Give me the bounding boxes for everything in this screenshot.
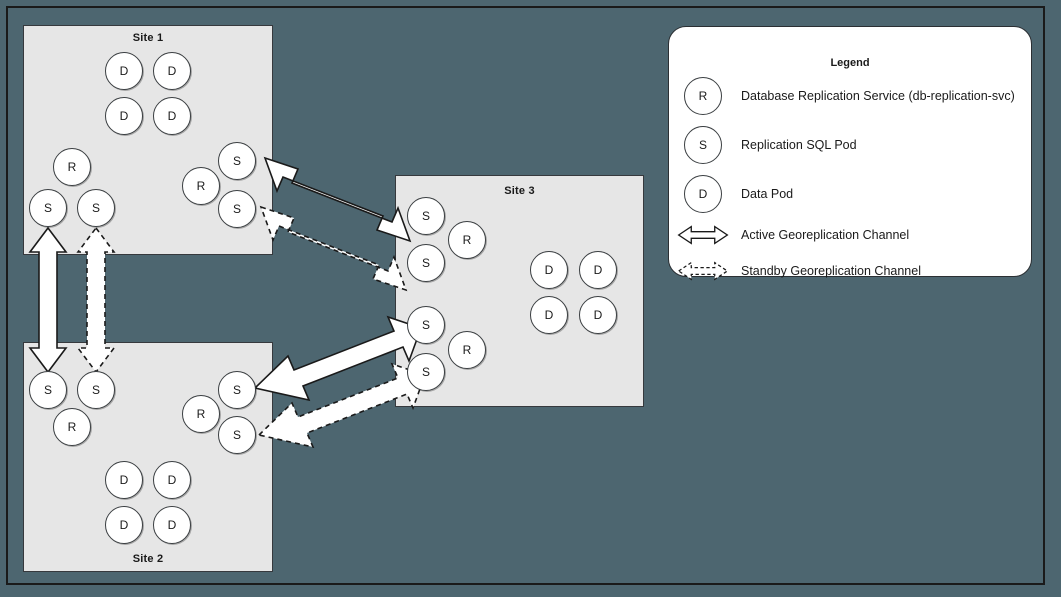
pod-data-pod[interactable]: D xyxy=(579,251,617,289)
pod-sql-pod[interactable]: S xyxy=(407,353,445,391)
pod-data-pod[interactable]: D xyxy=(153,506,191,544)
legend-key-d: D xyxy=(677,174,729,214)
pod-replication-service[interactable]: R xyxy=(182,395,220,433)
pod-sql-pod[interactable]: S xyxy=(218,371,256,409)
pod-sql-pod[interactable]: S xyxy=(407,306,445,344)
pod-data-pod[interactable]: D xyxy=(105,461,143,499)
legend-item-sql-pod: S Replication SQL Pod xyxy=(669,125,1031,165)
site-title-site-3: Site 3 xyxy=(504,185,535,197)
pod-replication-service[interactable]: R xyxy=(448,331,486,369)
site-title-site-1: Site 1 xyxy=(132,32,164,44)
pod-data-pod[interactable]: D xyxy=(579,296,617,334)
legend-panel: Legend R Database Replication Service (d… xyxy=(668,26,1032,281)
pod-data-pod[interactable]: D xyxy=(153,461,191,499)
channel-site1-site2-standby[interactable] xyxy=(76,226,116,374)
pod-sql-pod[interactable]: S xyxy=(407,244,445,282)
pod-sql-pod[interactable]: S xyxy=(218,416,256,454)
legend-item-standby-channel: Standby Georeplication Channel xyxy=(669,251,1031,291)
legend-label-standby-channel: Standby Georeplication Channel xyxy=(741,264,921,278)
pod-data-pod[interactable]: D xyxy=(105,52,143,90)
active-georeplication-arrow-icon xyxy=(677,225,729,245)
pod-replication-service[interactable]: R xyxy=(53,408,91,446)
pod-data-pod[interactable]: D xyxy=(530,296,568,334)
legend-key-standby-arrow xyxy=(677,251,729,291)
legend-item-replication-service: R Database Replication Service (db-repli… xyxy=(669,76,1031,116)
legend-label-sql-pod: Replication SQL Pod xyxy=(741,138,857,152)
pod-data-pod[interactable]: D xyxy=(105,97,143,135)
channel-site1-site2-active[interactable] xyxy=(28,226,68,374)
data-pod-icon: D xyxy=(684,175,722,213)
legend-key-active-arrow xyxy=(677,215,729,255)
sql-pod-icon: S xyxy=(684,126,722,164)
pod-sql-pod[interactable]: S xyxy=(407,197,445,235)
pod-data-pod[interactable]: D xyxy=(530,251,568,289)
pod-sql-pod[interactable]: S xyxy=(29,189,67,227)
site-title-site-2: Site 2 xyxy=(132,553,164,565)
replication-service-icon: R xyxy=(684,77,722,115)
pod-sql-pod[interactable]: S xyxy=(77,371,115,409)
channel-site1-site3-active[interactable] xyxy=(263,156,412,243)
pod-data-pod[interactable]: D xyxy=(153,52,191,90)
pod-replication-service[interactable]: R xyxy=(182,167,220,205)
legend-key-r: R xyxy=(677,76,729,116)
legend-label-data-pod: Data Pod xyxy=(741,187,794,201)
legend-label-replication-service: Database Replication Service (db-replica… xyxy=(741,89,1015,103)
legend-label-active-channel: Active Georeplication Channel xyxy=(741,228,910,242)
pod-sql-pod[interactable]: S xyxy=(218,142,256,180)
pod-replication-service[interactable]: R xyxy=(448,221,486,259)
pod-sql-pod[interactable]: S xyxy=(77,189,115,227)
pod-replication-service[interactable]: R xyxy=(53,148,91,186)
channel-site1-site3-standby[interactable] xyxy=(259,205,408,292)
pod-data-pod[interactable]: D xyxy=(105,506,143,544)
standby-georeplication-arrow-icon xyxy=(677,261,729,281)
legend-title: Legend xyxy=(830,57,870,69)
pod-sql-pod[interactable]: S xyxy=(218,190,256,228)
legend-item-active-channel: Active Georeplication Channel xyxy=(669,215,1031,255)
legend-key-s: S xyxy=(677,125,729,165)
legend-item-data-pod: D Data Pod xyxy=(669,174,1031,214)
pod-sql-pod[interactable]: S xyxy=(29,371,67,409)
pod-data-pod[interactable]: D xyxy=(153,97,191,135)
